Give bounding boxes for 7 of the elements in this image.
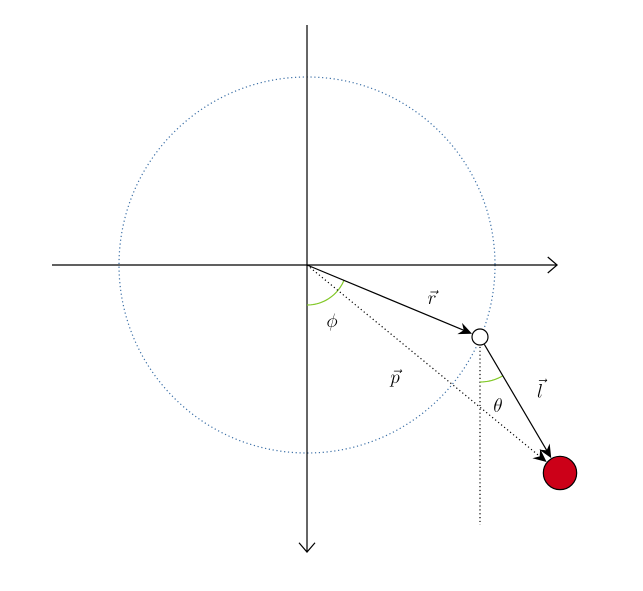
angle-label: $\theta$ [494,398,502,412]
pendulum-bob [542,456,578,490]
edge-label: $\vec{p}$ [388,368,402,388]
angle-label: $\phi$ [327,313,338,331]
pivot-circle [471,328,489,346]
edge-label: $\vec{r}$ [426,288,439,306]
edge-label: $\vec{l}$ [536,377,548,399]
